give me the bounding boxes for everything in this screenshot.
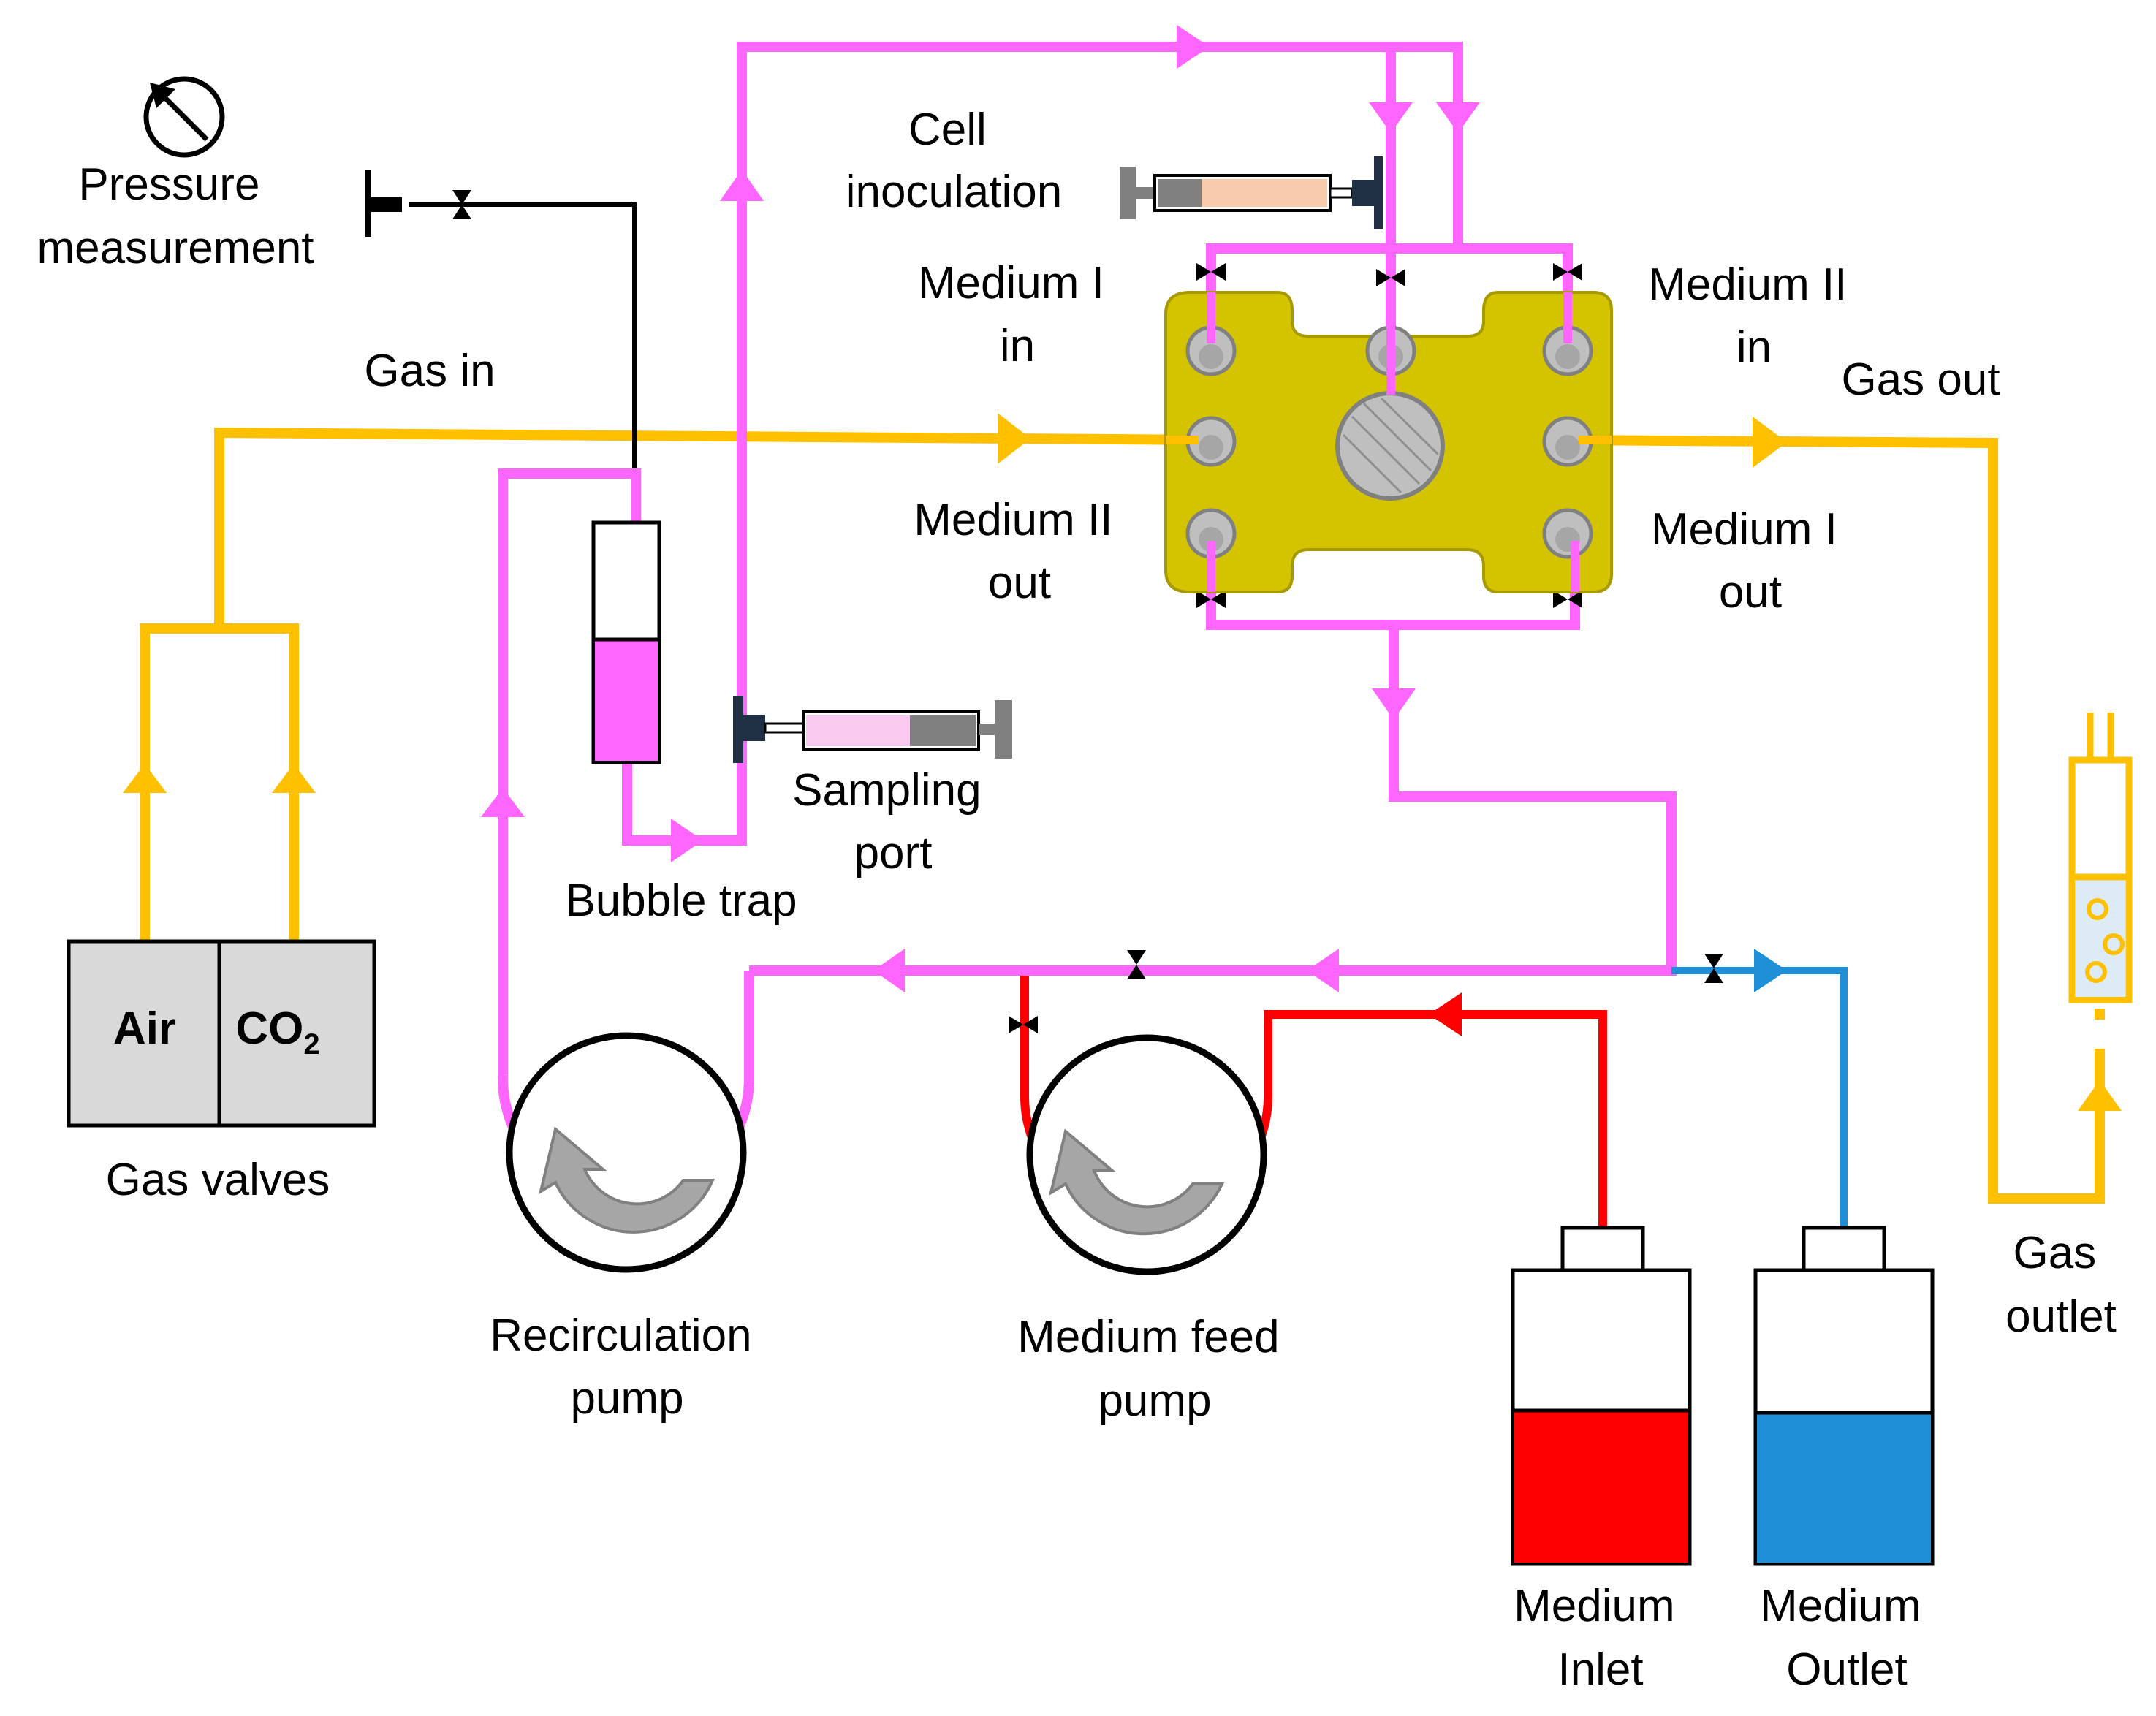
flow-arrow-icon — [873, 949, 905, 992]
outlet-line — [1671, 967, 1848, 1228]
chamber-port-inner — [1199, 344, 1580, 552]
co2-valve[interactable] — [217, 939, 376, 1128]
bubble-trap — [591, 520, 661, 764]
bubble-icon — [2085, 961, 2107, 983]
membrane-hatch — [1342, 397, 1440, 494]
medium-inlet-bottle — [1511, 1226, 1692, 1566]
flow-arrows — [123, 25, 2122, 1111]
gas-outlet-label: Gas outlet — [2005, 1228, 2117, 1342]
medium-outlet-fill — [1757, 1413, 1931, 1563]
pinch-valve-icon[interactable] — [1553, 263, 1582, 281]
pressure-line — [409, 202, 637, 526]
pinch-valve-icon[interactable] — [1009, 1016, 1038, 1033]
pinch-valve-icon[interactable] — [1196, 591, 1226, 608]
pinch-valve-icon[interactable] — [1704, 954, 1723, 983]
flow-arrow-icon — [272, 764, 316, 793]
flow-arrow-icon — [1177, 25, 1210, 69]
flow-arrow-icon — [1372, 688, 1416, 720]
medium-feed-pump-label: Medium feed pump — [1017, 1312, 1292, 1426]
cell-inoculation-label: Cell inoculation — [846, 105, 1062, 217]
chamber-return-line — [749, 625, 1677, 976]
inoculum-fill — [1202, 179, 1327, 207]
culture-chamber — [1164, 291, 1613, 593]
sample-fill — [806, 715, 910, 746]
rotation-arrow-icon — [1048, 1128, 1225, 1236]
flow-arrow-icon — [1429, 992, 1462, 1036]
pressure-sensor-port — [365, 170, 402, 237]
pressure-measurement-label: Pressure measurement — [37, 159, 314, 273]
medium-outlet-label: Medium Outlet — [1760, 1581, 1934, 1695]
pinch-valve-icon[interactable] — [452, 190, 471, 219]
air-valve[interactable] — [67, 939, 221, 1128]
co2-label: CO2 — [235, 1003, 319, 1060]
medium-feed-pump[interactable] — [1026, 1034, 1267, 1275]
medium-2-out-label: Medium II out — [914, 495, 1125, 608]
bubble-icon — [2103, 933, 2125, 955]
gas-valves-label: Gas valves — [106, 1155, 330, 1205]
medium-1-out-label: Medium I out — [1651, 504, 1850, 618]
inoculation-plunger-head — [1120, 167, 1136, 219]
gas-outlet-bubbler — [2068, 713, 2133, 1003]
medium-inlet-label: Medium Inlet — [1514, 1581, 1688, 1695]
recirculation-pump[interactable] — [506, 1032, 747, 1273]
flow-arrow-icon — [481, 788, 525, 817]
medium-inlet-fill — [1514, 1411, 1688, 1563]
bubble-trap-label: Bubble trap — [565, 876, 797, 926]
pinch-valve-icon[interactable] — [1376, 269, 1405, 286]
sampling-port-label: Sampling port — [792, 765, 994, 878]
bubble-trap-liquid — [595, 639, 658, 761]
gas-out-label: Gas out — [1841, 354, 2000, 405]
flow-arrow-icon — [671, 819, 703, 862]
flow-arrow-icon — [2078, 1080, 2122, 1111]
recirculation-lines — [497, 42, 1677, 1207]
flow-arrow-icon — [1753, 417, 1787, 468]
flow-arrow-icon — [1754, 949, 1787, 992]
pressure-gauge-icon — [143, 76, 225, 158]
flow-arrow-icon — [1369, 102, 1413, 133]
rotation-arrow-icon — [538, 1126, 715, 1234]
recirc-up-line — [498, 468, 641, 1074]
flow-arrow-icon — [123, 764, 167, 793]
gas-in-main-line — [214, 427, 1210, 629]
medium-2-in-label: Medium II in — [1648, 259, 1859, 373]
top-manifold-line — [737, 42, 1463, 738]
air-label: Air — [113, 1003, 176, 1054]
gas-out-line — [1563, 435, 2105, 1204]
syringe-icon[interactable] — [1120, 156, 1383, 229]
flow-arrow-icon — [720, 170, 764, 201]
pinch-valve-icon[interactable] — [1127, 950, 1146, 979]
gas-in-label: Gas in — [364, 346, 495, 396]
gas-valves-box — [67, 939, 376, 1128]
gas-in-line — [140, 623, 299, 943]
recirculation-pump-label: Recirculation pump — [490, 1310, 764, 1424]
pinch-valve-icon[interactable] — [1553, 591, 1582, 608]
flow-arrow-icon — [998, 413, 1030, 464]
syringe-icon[interactable] — [733, 696, 1012, 763]
bubble-icon — [2087, 898, 2108, 920]
medium-outlet-bottle — [1753, 1226, 1935, 1566]
pinch-valve-icon[interactable] — [1196, 263, 1226, 281]
flow-arrow-icon — [1436, 102, 1480, 133]
pinch-valves — [452, 190, 1723, 1033]
medium-1-in-label: Medium I in — [918, 258, 1117, 371]
flow-arrow-icon — [1307, 949, 1339, 992]
